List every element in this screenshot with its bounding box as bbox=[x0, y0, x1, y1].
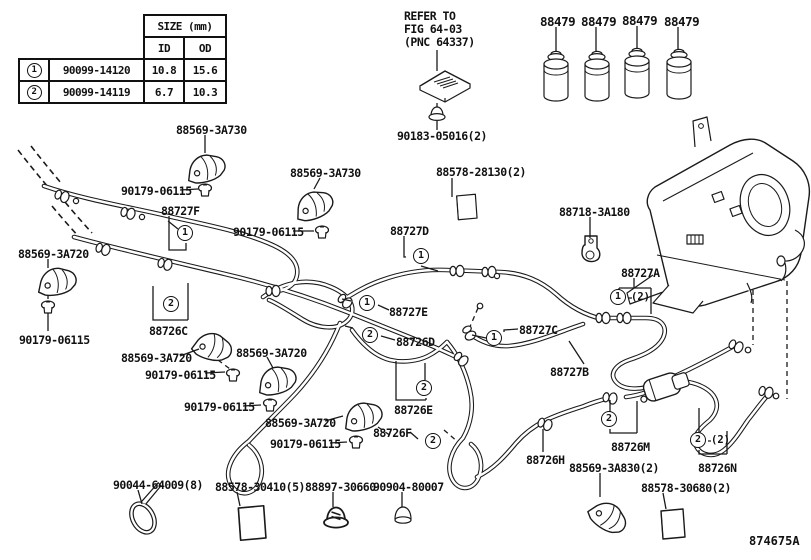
size-callout-1: 1 bbox=[359, 295, 375, 311]
size-callout-2: 2 bbox=[425, 433, 441, 449]
cover-plate-icon bbox=[419, 70, 471, 103]
part-label: 88569-3A720 bbox=[265, 416, 336, 430]
size-callout-2: 2 bbox=[690, 432, 706, 448]
size-table: SIZE (mm) ID OD 1 90099-14120 10.8 15.6 … bbox=[18, 14, 227, 104]
size-callout-2: 2 bbox=[362, 327, 378, 343]
callout-quantity: (2) bbox=[631, 291, 650, 303]
size-od-value: 10.3 bbox=[183, 80, 227, 104]
callout-quantity: (2) bbox=[711, 434, 730, 446]
size-ref-2: 2 bbox=[26, 84, 42, 100]
cable-tie-icon bbox=[129, 482, 162, 535]
part-label: 90183-05016(2) bbox=[397, 129, 487, 143]
size-callout-1: 1 bbox=[486, 330, 502, 346]
refer-note-line2: FIG 64-03 bbox=[404, 22, 462, 36]
part-label: 88726D bbox=[396, 335, 435, 349]
part-label: 90179-06115 bbox=[233, 225, 304, 239]
part-label: 88727F bbox=[161, 204, 200, 218]
part-label: 90044-64009(8) bbox=[113, 478, 203, 492]
part-label: 88726H bbox=[526, 453, 565, 467]
part-label: 88569-3A730 bbox=[290, 166, 361, 180]
bracket-icon-88718 bbox=[581, 235, 601, 263]
canister-icons bbox=[543, 47, 692, 102]
part-label: 88727A bbox=[621, 266, 660, 280]
part-label: 88569-3A730 bbox=[176, 123, 247, 137]
part-label: 90179-06115 bbox=[145, 368, 216, 382]
part-label: 88727D bbox=[390, 224, 429, 238]
part-label-canister: 88479 bbox=[540, 14, 576, 29]
refer-note-line3: (PNC 64337) bbox=[404, 35, 475, 49]
part-label: 88578-28130(2) bbox=[436, 165, 526, 179]
size-ref-1: 1 bbox=[26, 62, 42, 78]
part-label: 90179-06115 bbox=[184, 400, 255, 414]
diagram-code: 874675A bbox=[749, 534, 800, 548]
size-table-title: SIZE (mm) bbox=[143, 14, 227, 38]
part-label: 88897-30660 bbox=[305, 480, 376, 494]
grommet-icon-90183 bbox=[428, 106, 446, 122]
part-label: 88718-3A180 bbox=[559, 205, 630, 219]
part-label: 88569-3A720 bbox=[121, 351, 192, 365]
refer-note: REFER TO FIG 64-03 (PNC 64337) bbox=[404, 10, 475, 49]
part-label: 88727E bbox=[389, 305, 428, 319]
pad-icon-30410 bbox=[237, 504, 267, 542]
part-label: 90179-06115 bbox=[121, 184, 192, 198]
cap-icon-90904 bbox=[394, 506, 412, 524]
size-callout-2: 2 bbox=[416, 380, 432, 396]
size-callout-1: 1 bbox=[610, 289, 626, 305]
size-callout-1: 1 bbox=[413, 248, 429, 264]
part-label: 90179-06115 bbox=[270, 437, 341, 451]
size-callout-2: 2 bbox=[163, 296, 179, 312]
pad-icon-30680 bbox=[660, 508, 686, 540]
cooling-unit-icon bbox=[626, 116, 811, 314]
leader-lines bbox=[47, 26, 728, 510]
part-label: 88726C bbox=[149, 324, 188, 338]
part-label: 88727B bbox=[550, 365, 589, 379]
size-id-value: 6.7 bbox=[143, 80, 185, 104]
part-label: 88578-30410(5) bbox=[215, 480, 305, 494]
part-label-canister: 88479 bbox=[622, 13, 658, 28]
grommet-icon-88897 bbox=[323, 506, 349, 529]
part-label: 88726N bbox=[698, 461, 737, 475]
pump-body-icon bbox=[640, 372, 690, 403]
size-id-value: 10.8 bbox=[143, 58, 185, 82]
refer-note-line1: REFER TO bbox=[404, 9, 456, 23]
size-table-row: 2 90099-14119 6.7 10.3 bbox=[18, 80, 227, 104]
part-label: 88726F bbox=[373, 426, 412, 440]
size-callout-2: 2 bbox=[601, 411, 617, 427]
size-part-number: 90099-14119 bbox=[48, 80, 145, 104]
pipe-fitting-icons bbox=[52, 187, 780, 433]
size-table-col-od: OD bbox=[183, 36, 227, 60]
part-label: 90904-80007 bbox=[373, 480, 444, 494]
part-label-canister: 88479 bbox=[664, 14, 700, 29]
part-label: 88726M bbox=[611, 440, 650, 454]
part-label: 88727C bbox=[519, 323, 558, 337]
pad-icon-28130 bbox=[456, 193, 478, 221]
part-label: 88726E bbox=[394, 403, 433, 417]
size-table-col-id: ID bbox=[143, 36, 185, 60]
size-callout-1: 1 bbox=[177, 225, 193, 241]
size-table-row: 1 90099-14120 10.8 15.6 bbox=[18, 58, 227, 82]
part-label-canister: 88479 bbox=[581, 14, 617, 29]
part-label: 88569-3A830(2) bbox=[569, 461, 659, 475]
size-part-number: 90099-14120 bbox=[48, 58, 145, 82]
part-label: 90179-06115 bbox=[19, 333, 90, 347]
part-label: 88569-3A720 bbox=[18, 247, 89, 261]
part-label: 88569-3A720 bbox=[236, 346, 307, 360]
size-od-value: 15.6 bbox=[183, 58, 227, 82]
part-label: 88578-30680(2) bbox=[641, 481, 731, 495]
